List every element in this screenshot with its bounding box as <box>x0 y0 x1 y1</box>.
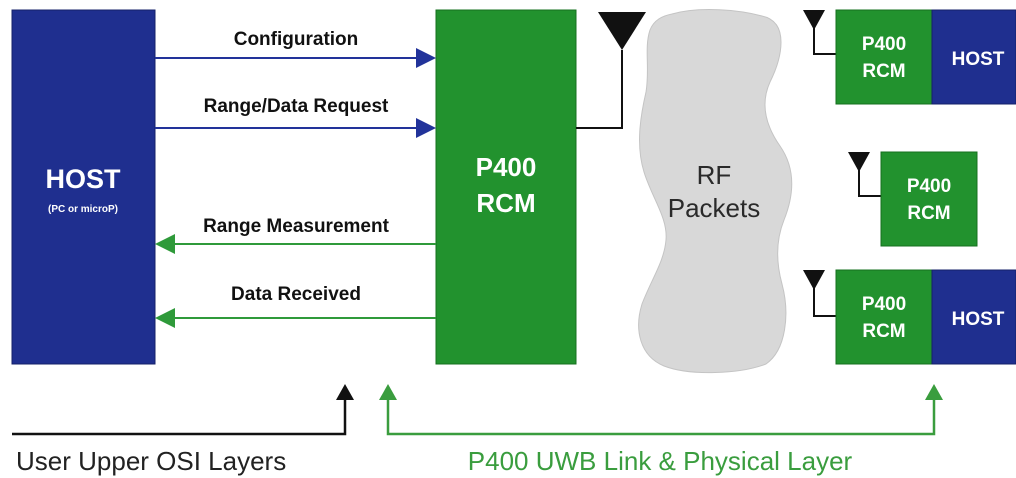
rf-cloud-line1: RF <box>697 160 732 190</box>
remote-node-2-rcm-line1: P400 <box>907 176 951 197</box>
host-main-block: HOST (PC or microP) <box>11 9 156 365</box>
user-layer-bracket: User Upper OSI Layers <box>12 384 354 476</box>
arrow-range-measurement-label: Range Measurement <box>203 216 390 237</box>
host-main-subtitle: (PC or microP) <box>48 204 118 215</box>
rcm-main-line1: P400 <box>476 152 537 182</box>
remote-node-3-rcm-line2: RCM <box>862 321 905 342</box>
antenna-icon <box>803 10 836 55</box>
user-layer-label: User Upper OSI Layers <box>16 446 286 476</box>
rf-packets-cloud: RF Packets <box>638 9 793 374</box>
remote-node-3-rcm-line1: P400 <box>862 294 906 315</box>
arrow-data-received-label: Data Received <box>231 284 361 305</box>
remote-node-3: P400 RCM HOST <box>803 269 1016 365</box>
arrow-range-measurement: Range Measurement <box>155 216 436 254</box>
arrow-configuration-label: Configuration <box>234 29 359 50</box>
antenna-icon <box>803 270 836 317</box>
remote-node-1: P400 RCM HOST <box>803 9 1016 105</box>
remote-node-1-rcm-line1: P400 <box>862 34 906 55</box>
host-main-title: HOST <box>45 164 121 194</box>
remote-node-1-host: HOST <box>952 49 1005 70</box>
remote-node-3-host: HOST <box>952 309 1005 330</box>
uwb-layer-label: P400 UWB Link & Physical Layer <box>468 446 853 476</box>
remote-node-1-rcm-line2: RCM <box>862 61 905 82</box>
rf-cloud-line2: Packets <box>668 193 761 223</box>
remote-node-2: P400 RCM <box>848 151 978 247</box>
antenna-icon <box>848 152 881 197</box>
remote-node-2-rcm-line2: RCM <box>907 203 950 224</box>
uwb-layer-bracket: P400 UWB Link & Physical Layer <box>379 384 943 476</box>
arrow-range-data-request: Range/Data Request <box>155 96 436 138</box>
arrow-range-data-request-label: Range/Data Request <box>204 96 389 117</box>
rcm-main-block: P400 RCM <box>435 9 577 365</box>
arrow-configuration: Configuration <box>155 29 436 68</box>
rcm-main-line2: RCM <box>476 188 535 218</box>
arrow-data-received: Data Received <box>155 284 436 328</box>
antenna-icon <box>576 12 646 129</box>
